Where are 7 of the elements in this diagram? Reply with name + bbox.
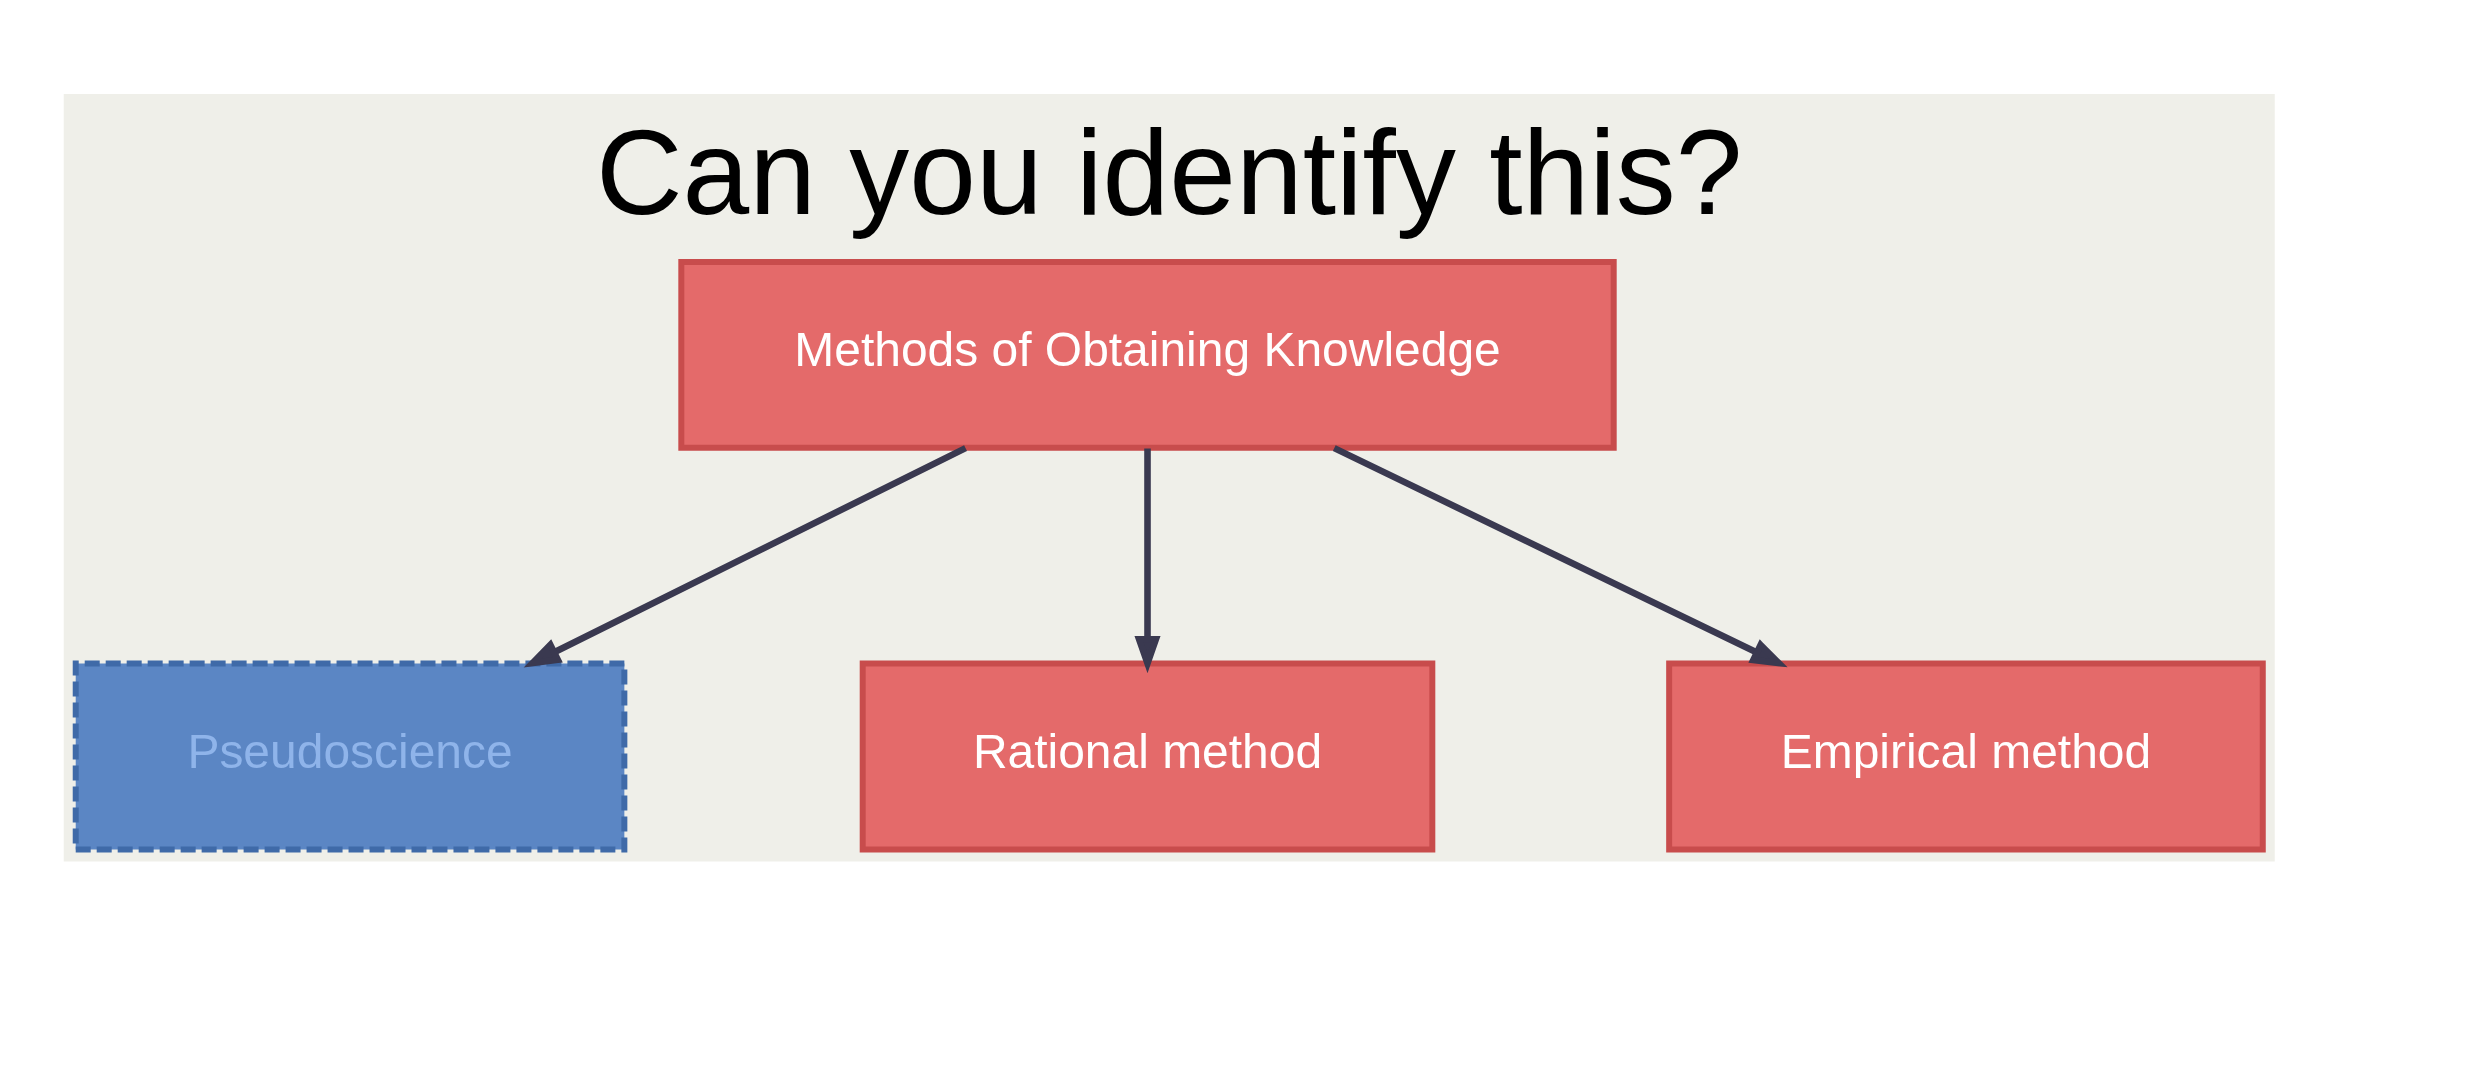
arrow xyxy=(523,444,967,667)
node-box: Empirical method xyxy=(1665,660,2266,852)
arrow xyxy=(1332,444,1788,667)
arrow xyxy=(1133,448,1161,673)
diagram-title: Can you identify this? xyxy=(595,104,1742,239)
node-box: Rational method xyxy=(859,660,1435,852)
node-box: Methods of Obtaining Knowledge xyxy=(677,258,1617,451)
